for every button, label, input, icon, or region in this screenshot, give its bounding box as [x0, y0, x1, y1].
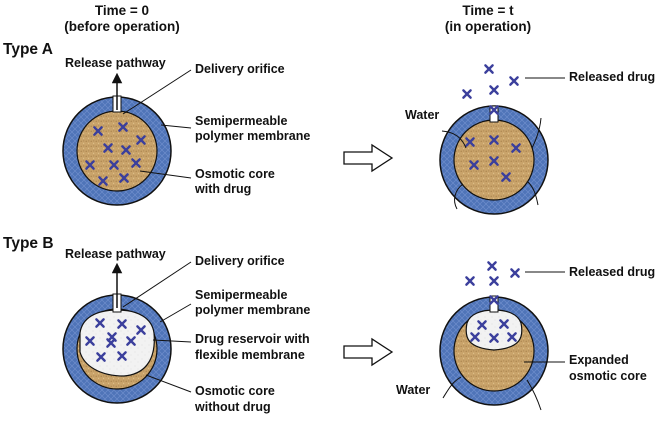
type-a-title: Type A [3, 41, 53, 58]
drug-cross-icon [118, 122, 128, 132]
drug-cross-icon [98, 176, 108, 186]
drug-cross-icon [510, 268, 520, 278]
type-b-expanded-label-1: Expanded [569, 353, 629, 367]
drug-cross-icon [470, 332, 480, 342]
drug-cross-icon [489, 333, 499, 343]
compressed-drug-reservoir [465, 309, 523, 351]
drug-cross-icon [126, 336, 136, 346]
drug-cross-icon [107, 332, 117, 342]
drug-cross-icon [119, 173, 129, 183]
drug-cross-icon [511, 143, 521, 153]
type-b-core-label-1: Osmotic core [195, 384, 275, 398]
drug-cross-icon [121, 145, 131, 155]
leader-line [159, 303, 192, 323]
type-b-reservoir-label-1: Drug reservoir with [195, 332, 310, 346]
water-inflow-line [527, 181, 539, 206]
type-b-core-label-2: without drug [194, 400, 271, 414]
drug-cross-icon [117, 351, 127, 361]
type-b-membrane-label-2: polymer membrane [195, 303, 310, 317]
type-b-reservoir-label-2: flexible membrane [195, 348, 305, 362]
water-inflow-line [442, 376, 462, 399]
water-inflow-line [454, 183, 464, 210]
water-inflow-line [526, 379, 542, 411]
drug-particles [465, 261, 520, 343]
hollow-right-arrow-icon [343, 337, 394, 367]
leader-line [152, 339, 192, 343]
header-time-0: Time = 0 [95, 3, 149, 18]
type-a-device-time-0 [62, 72, 172, 206]
drug-cross-icon [85, 336, 95, 346]
drug-cross-icon [509, 76, 519, 86]
drug-cross-icon [487, 261, 497, 271]
drug-cross-icon [117, 319, 127, 329]
drug-particles [462, 64, 521, 182]
type-a-delivery-orifice-label: Delivery orifice [195, 62, 285, 76]
type-b-membrane-label-1: Semipermeable [195, 288, 287, 302]
drug-cross-icon [477, 320, 487, 330]
leader-line [160, 124, 192, 129]
header-before-operation: (before operation) [64, 19, 180, 34]
drug-cross-icon [93, 126, 103, 136]
type-b-release-pathway-label: Release pathway [65, 247, 166, 261]
drug-cross-icon [131, 158, 141, 168]
drug-cross-icon [85, 160, 95, 170]
hollow-right-arrow-icon [343, 143, 394, 173]
type-b-expanded-label-2: osmotic core [569, 369, 647, 383]
drug-cross-icon [489, 295, 499, 305]
type-a-device-time-t [439, 64, 549, 215]
drug-cross-icon [136, 325, 146, 335]
type-a-released-drug-label: Released drug [569, 70, 655, 84]
drug-cross-icon [499, 319, 509, 329]
drug-cross-icon [462, 89, 472, 99]
drug-cross-icon [489, 135, 499, 145]
type-a-water-label: Water [405, 108, 439, 122]
drug-cross-icon [136, 135, 146, 145]
leader-line [122, 261, 192, 308]
type-a-membrane-label-2: polymer membrane [195, 129, 310, 143]
type-a-core-label-2: with drug [194, 182, 251, 196]
type-a-release-pathway-label: Release pathway [65, 56, 166, 70]
water-inflow-line [531, 117, 542, 149]
osmotic-core-with-drug [76, 110, 158, 192]
drug-cross-icon [501, 172, 511, 182]
header-in-operation: (in operation) [445, 19, 531, 34]
drug-cross-icon [484, 64, 494, 74]
drug-cross-icon [489, 85, 499, 95]
header-time-t: Time = t [462, 3, 514, 18]
drug-cross-icon [469, 160, 479, 170]
drug-particles [85, 122, 146, 186]
leader-line [122, 69, 192, 115]
drug-cross-icon [465, 137, 475, 147]
drug-cross-icon [109, 160, 119, 170]
type-b-water-label: Water [396, 383, 430, 397]
drug-cross-icon [96, 352, 106, 362]
type-b-delivery-orifice-label: Delivery orifice [195, 254, 285, 268]
drug-cross-icon [489, 276, 499, 286]
drug-cross-icon [489, 105, 499, 115]
water-inflow-line [441, 130, 467, 149]
drug-particles [85, 318, 146, 362]
type-b-device-time-0 [62, 262, 172, 404]
type-b-released-drug-label: Released drug [569, 265, 655, 279]
type-a-membrane-label-1: Semipermeable [195, 114, 287, 128]
leader-line [139, 170, 192, 179]
drug-cross-icon [489, 156, 499, 166]
leader-line [145, 374, 192, 393]
type-b-device-time-t [439, 261, 549, 406]
type-b-title: Type B [3, 235, 54, 252]
drug-cross-icon [465, 276, 475, 286]
drug-cross-icon [95, 318, 105, 328]
drug-cross-icon [507, 332, 517, 342]
drug-cross-icon [103, 143, 113, 153]
type-a-core-label-1: Osmotic core [195, 167, 275, 181]
